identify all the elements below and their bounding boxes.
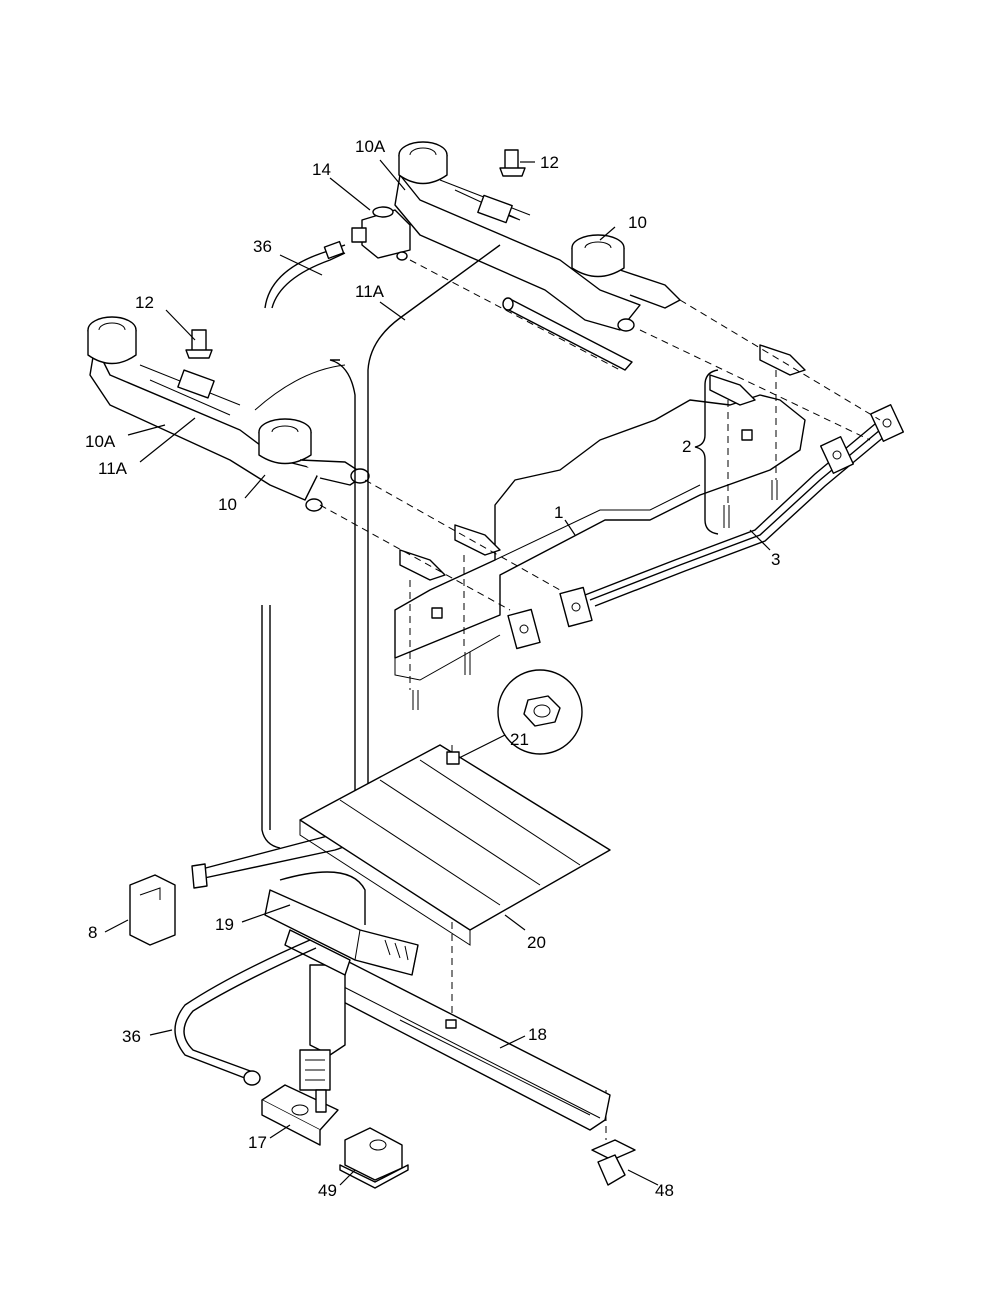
callout-10-top: 10: [628, 213, 647, 232]
leader-lines: [104, 159, 771, 1186]
orifice-holder-2: [399, 344, 806, 581]
callout-1: 1: [554, 503, 563, 522]
callout-21: 21: [510, 730, 529, 749]
callout-8: 8: [88, 923, 97, 942]
bracket-2: [694, 369, 719, 535]
burner-10a-left: [87, 316, 321, 501]
callout-19: 19: [215, 915, 234, 934]
callout-10a-top: 10A: [355, 137, 386, 156]
callout-3: 3: [771, 550, 780, 569]
valve-17: [261, 1084, 339, 1146]
valve-14: [351, 206, 411, 261]
tube-36-top: [264, 240, 346, 309]
burner-10-top: [571, 234, 681, 332]
callout-20: 20: [527, 933, 546, 952]
callout-10a-left: 10A: [85, 432, 116, 451]
burner-10-left: [258, 418, 370, 512]
tube-36-bottom: [174, 939, 317, 1086]
callout-36-bottom: 36: [122, 1027, 141, 1046]
callout-48: 48: [655, 1181, 674, 1200]
orifice-tube: [502, 297, 633, 371]
callout-49: 49: [318, 1181, 337, 1200]
spark-electrode-12-top: [499, 149, 526, 177]
nut-21-detail: [446, 669, 583, 765]
bracket-8: [129, 874, 176, 946]
callout-11a-left: 11A: [98, 459, 128, 478]
spark-electrode-12-left: [185, 329, 213, 359]
igniter-19: [264, 871, 419, 976]
callout-14: 14: [312, 160, 331, 179]
callout-36-top: 36: [253, 237, 272, 256]
callout-12-left: 12: [135, 293, 154, 312]
callout-10-left: 10: [218, 495, 237, 514]
callout-18: 18: [528, 1025, 547, 1044]
screws: [412, 429, 778, 710]
harness-3: [507, 404, 905, 650]
callouts: 10A 12 14 10 36 11A 12 10A 11A 10 2 1 3 …: [85, 137, 780, 1200]
bracket-48: [591, 1139, 636, 1186]
callout-12-top: 12: [540, 153, 559, 172]
burner-10a-top: [394, 141, 641, 331]
bracket-49: [339, 1127, 409, 1189]
callout-2: 2: [682, 437, 691, 456]
callout-11a-top: 11A: [355, 282, 385, 301]
callout-17: 17: [248, 1133, 267, 1152]
deflector-20: [299, 744, 611, 946]
oven-burner-18: [299, 959, 611, 1131]
